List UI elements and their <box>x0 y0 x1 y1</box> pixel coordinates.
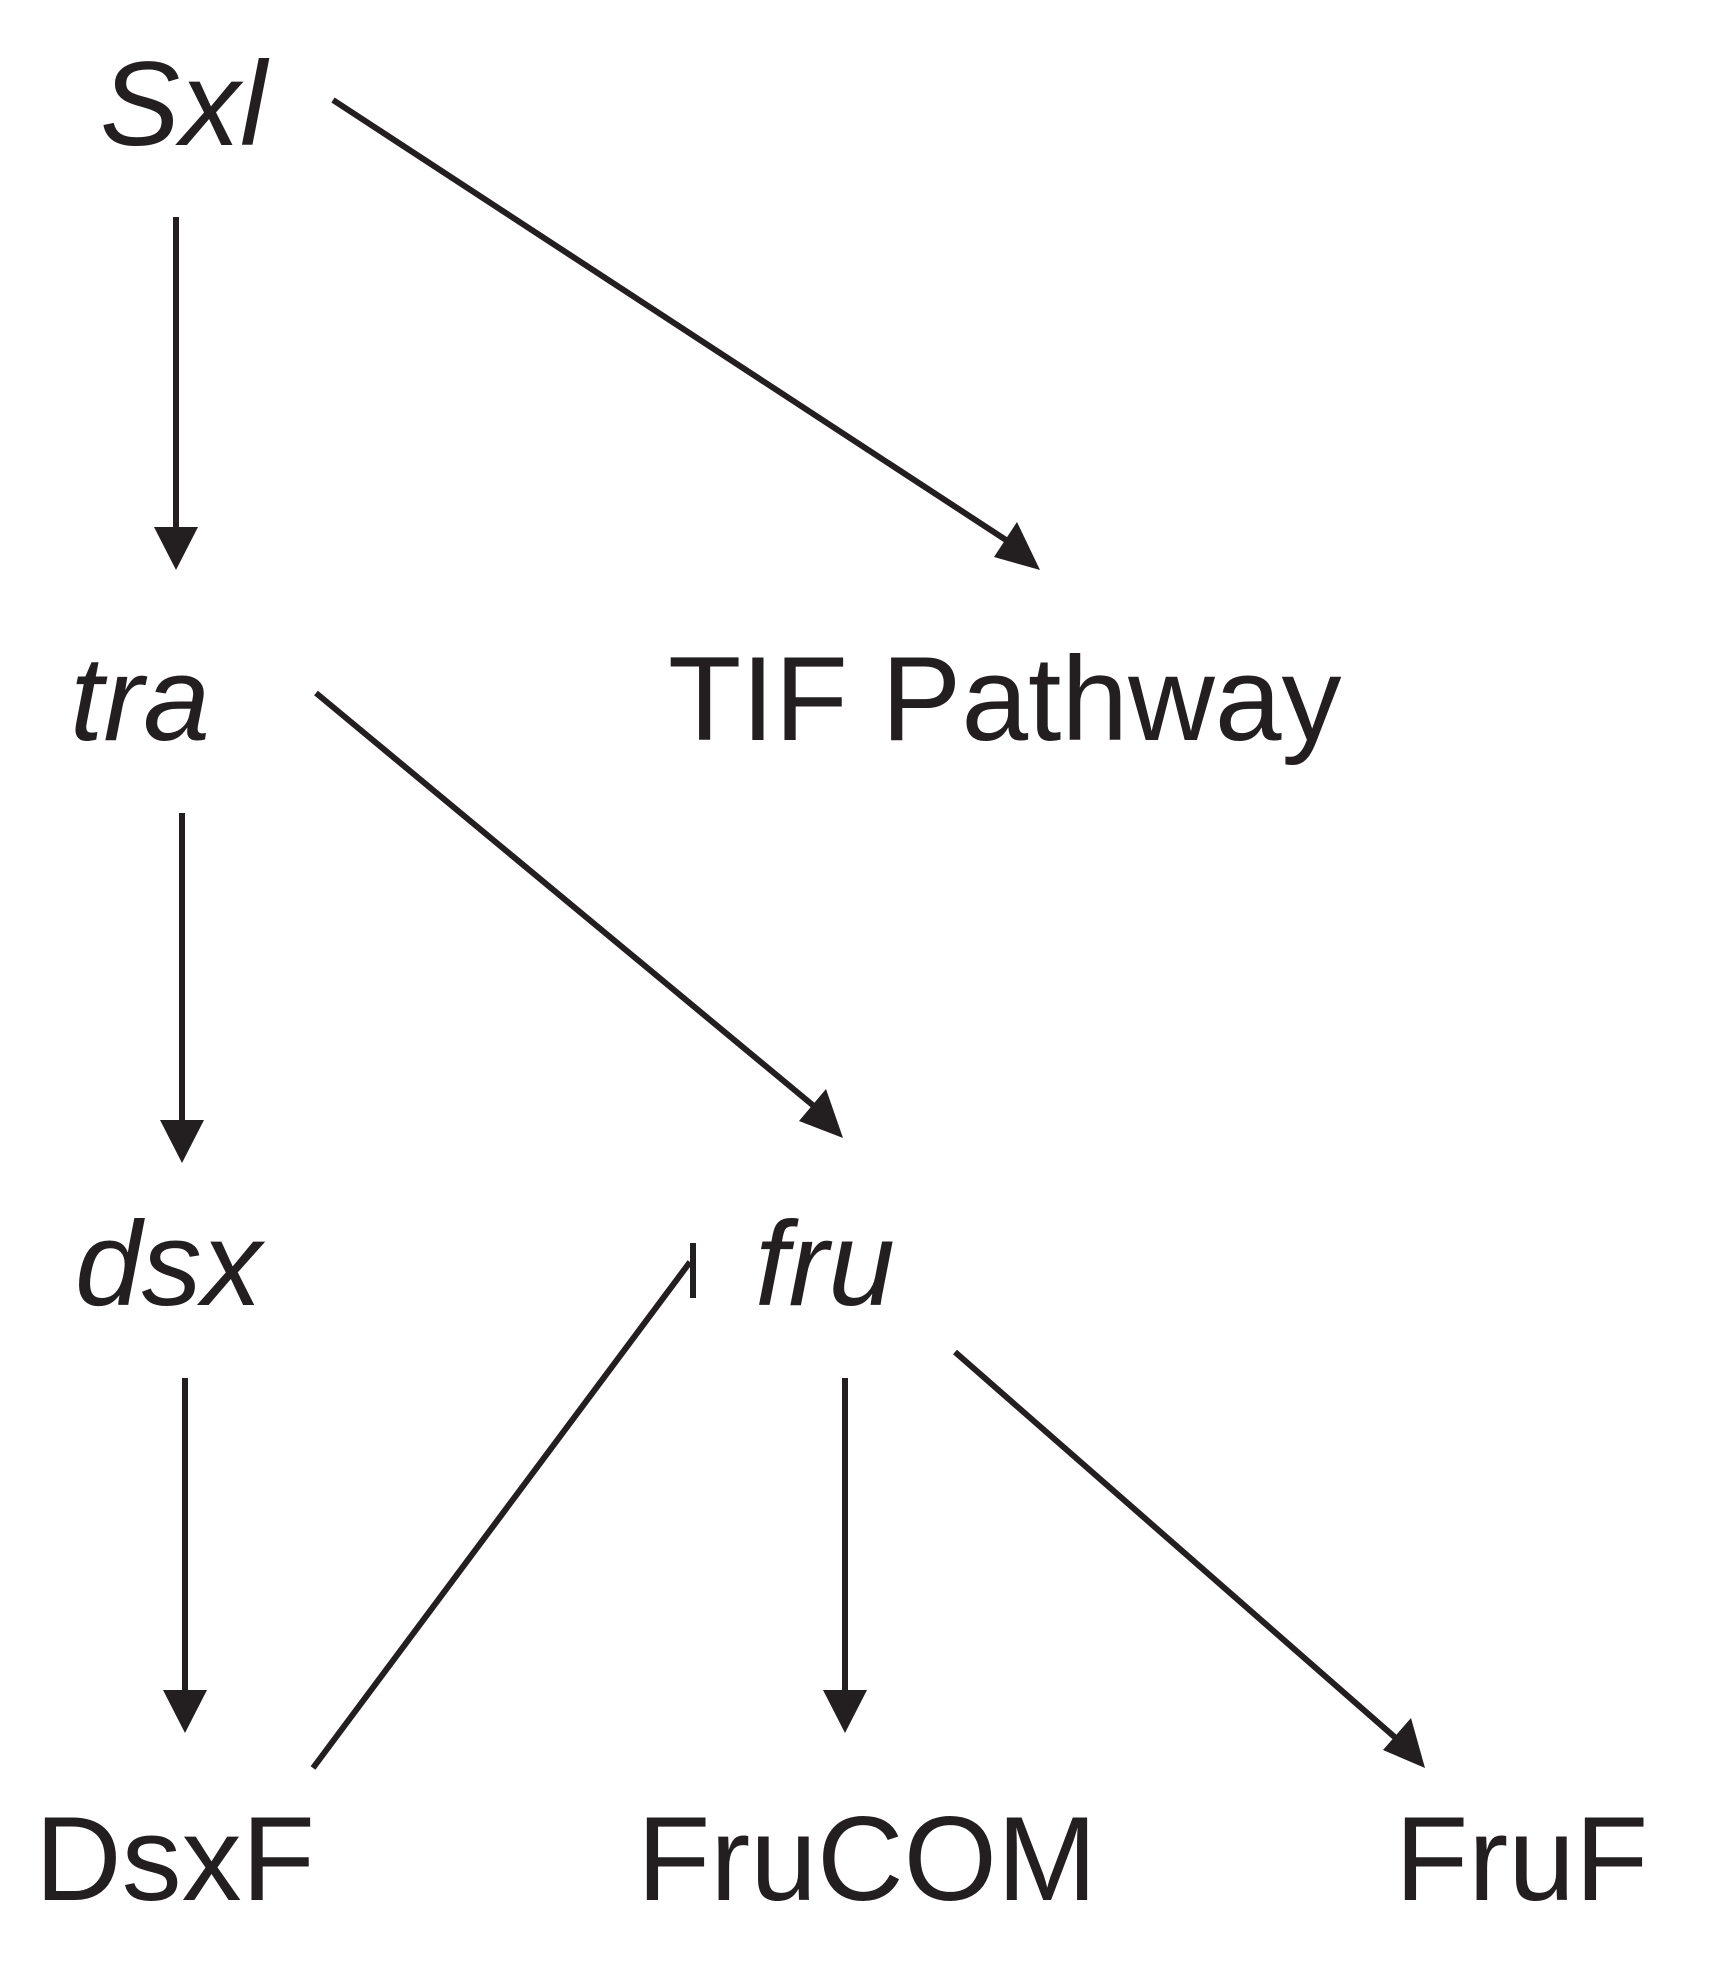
edge-fru-to-fruf <box>953 1349 1425 1768</box>
edge-dsx-to-dsxf <box>163 1378 207 1733</box>
node-sxl: Sxl <box>100 37 270 171</box>
node-dsx: dsx <box>75 1197 266 1331</box>
node-frucom: FruCOM <box>637 1792 1097 1926</box>
edge-sxl-to-tif-pathway <box>331 97 1040 570</box>
edge-dsxf-inhibits-fru <box>310 1243 696 1770</box>
arrow-head-icon <box>163 1690 207 1733</box>
node-tra: tra <box>70 632 210 766</box>
edge-tra-to-fru <box>314 690 843 1138</box>
arrow-head-icon <box>823 1690 867 1733</box>
arrow-head-icon <box>799 1089 843 1138</box>
node-tif-pathway: TIF Pathway <box>668 632 1342 766</box>
edge-tra-to-dsx <box>160 813 204 1163</box>
arrow-head-icon <box>994 522 1040 570</box>
node-fruf: FruF <box>1395 1792 1648 1926</box>
edge-sxl-to-tra <box>154 217 198 570</box>
edge-fru-to-frucom <box>823 1378 867 1733</box>
arrow-head-icon <box>1383 1718 1425 1768</box>
node-dsxf: DsxF <box>35 1792 315 1926</box>
node-fru: fru <box>755 1197 895 1331</box>
arrow-head-icon <box>160 1120 204 1163</box>
arrow-head-icon <box>154 527 198 570</box>
